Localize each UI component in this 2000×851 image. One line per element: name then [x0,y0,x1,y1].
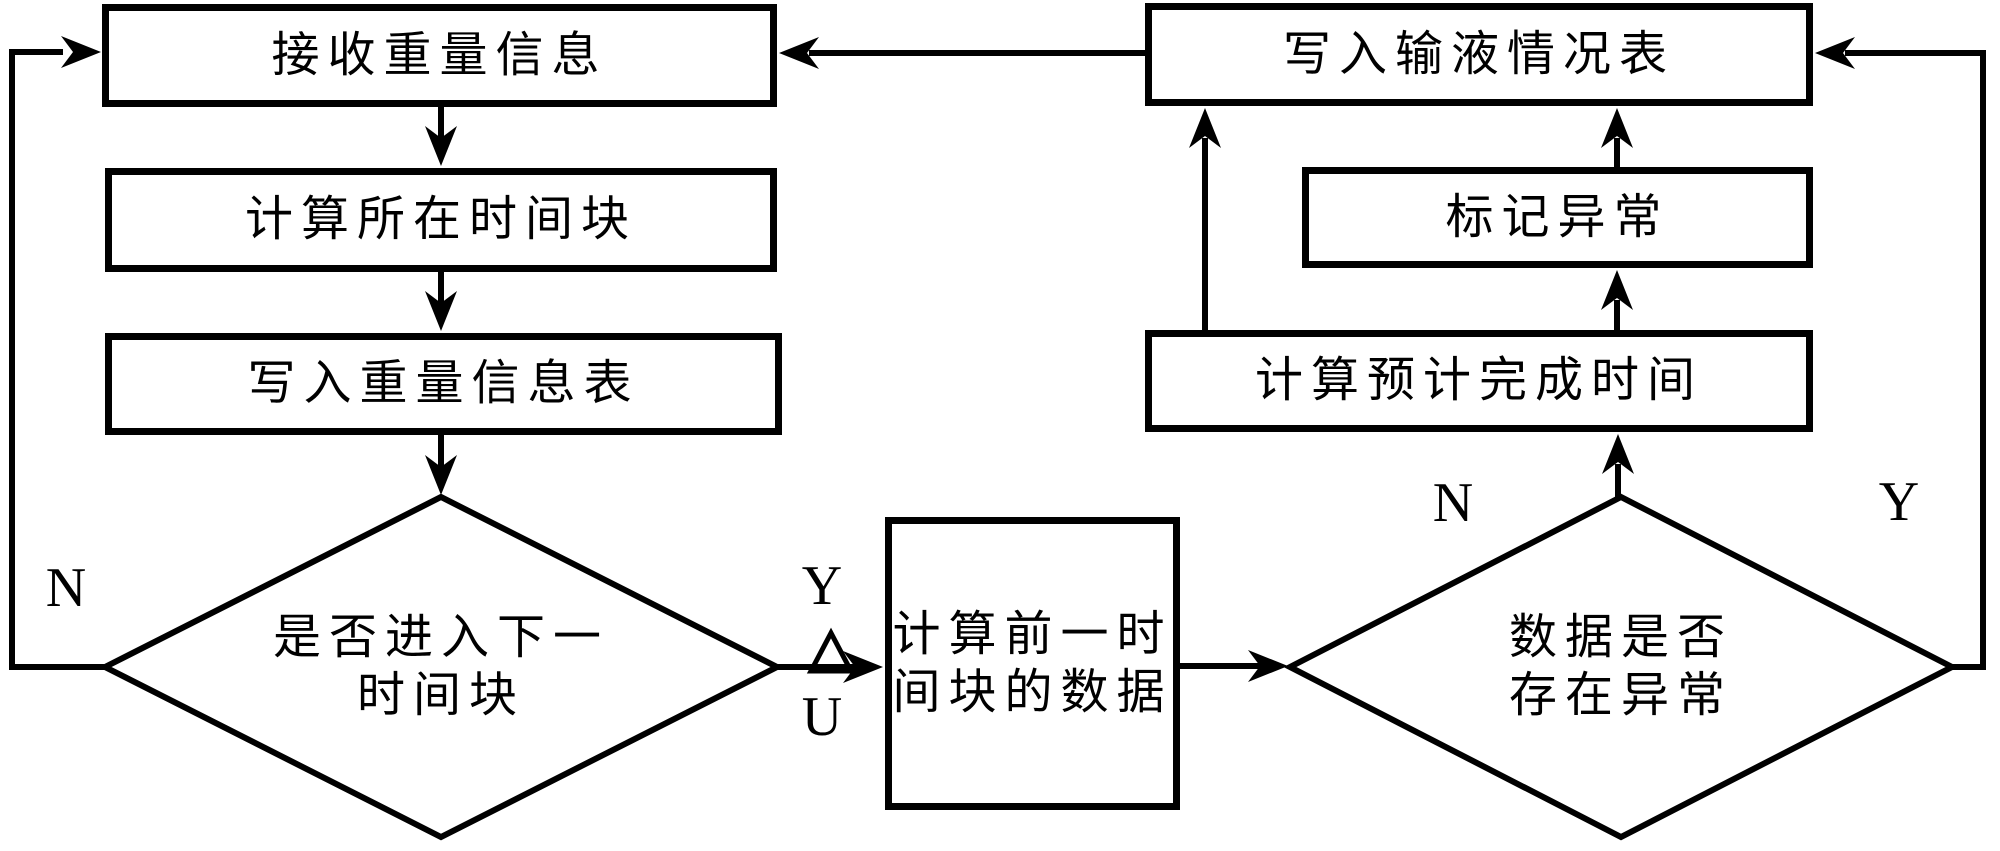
process-box-calc-timeblock: 计算所在时间块 [105,168,777,272]
arrowhead-calc-to-write [425,291,457,331]
arrowhead-completion-to-mark [1601,270,1633,310]
decision-data-abnormal-line2: 存在异常 [1508,669,1733,722]
arrowhead-infusion-to-receive [779,37,819,69]
arrowhead-write-to-diamond [425,455,457,495]
process-box-calc-completion-label: 计算预计完成时间 [1254,354,1703,407]
decision-next-timeblock-line1: 是否进入下一 [272,611,609,664]
arrowhead-y-loop [1815,37,1855,69]
triangle-marker-icon [806,627,856,674]
arrowhead-completion-to-infusion [1189,108,1221,148]
process-box-receive-weight-label: 接收重量信息 [271,28,608,82]
connector-n-loop [9,49,105,670]
arrowhead-y-to-calc-prev [843,651,883,683]
decision-next-timeblock-text: 是否进入下一 时间块 [141,609,741,725]
decision-next-timeblock-line2: 时间块 [356,669,525,722]
process-box-receive-weight: 接收重量信息 [102,4,777,107]
arrowhead-mark-to-infusion [1601,108,1633,148]
process-box-mark-abnormal-label: 标记异常 [1445,190,1670,244]
process-box-calc-prev-block-line1: 计算前一时 [892,607,1173,661]
branch-label-n-left: N [45,557,87,619]
branch-label-y-right: Y [1878,471,1920,533]
arrowhead-receive-to-calc [425,126,457,166]
decision-data-abnormal-line1: 数据是否 [1508,611,1733,664]
connector-y-loop [1845,50,1986,670]
process-box-write-infusion-table-label: 写入输液情况表 [1282,27,1675,81]
arrowhead-n-to-completion [1602,434,1634,474]
arrowhead-n-loop [61,36,101,68]
process-box-calc-prev-block: 计算前一时 间块的数据 [885,517,1180,810]
process-box-mark-abnormal: 标记异常 [1302,167,1813,268]
process-box-calc-timeblock-label: 计算所在时间块 [244,193,637,246]
process-box-write-weight-table-label: 写入重量信息表 [247,357,640,410]
branch-label-y-mid: Y [801,555,843,617]
branch-label-n-right: N [1432,472,1474,534]
process-box-calc-prev-block-line2: 间块的数据 [892,665,1173,719]
decision-data-abnormal-text: 数据是否 存在异常 [1321,609,1921,725]
process-box-write-infusion-table: 写入输液情况表 [1145,3,1813,106]
process-box-write-weight-table: 写入重量信息表 [105,333,782,435]
branch-label-u-mid: U [801,686,843,748]
process-box-calc-completion: 计算预计完成时间 [1145,330,1813,432]
arrowhead-calc-prev-to-diamond [1248,650,1288,682]
